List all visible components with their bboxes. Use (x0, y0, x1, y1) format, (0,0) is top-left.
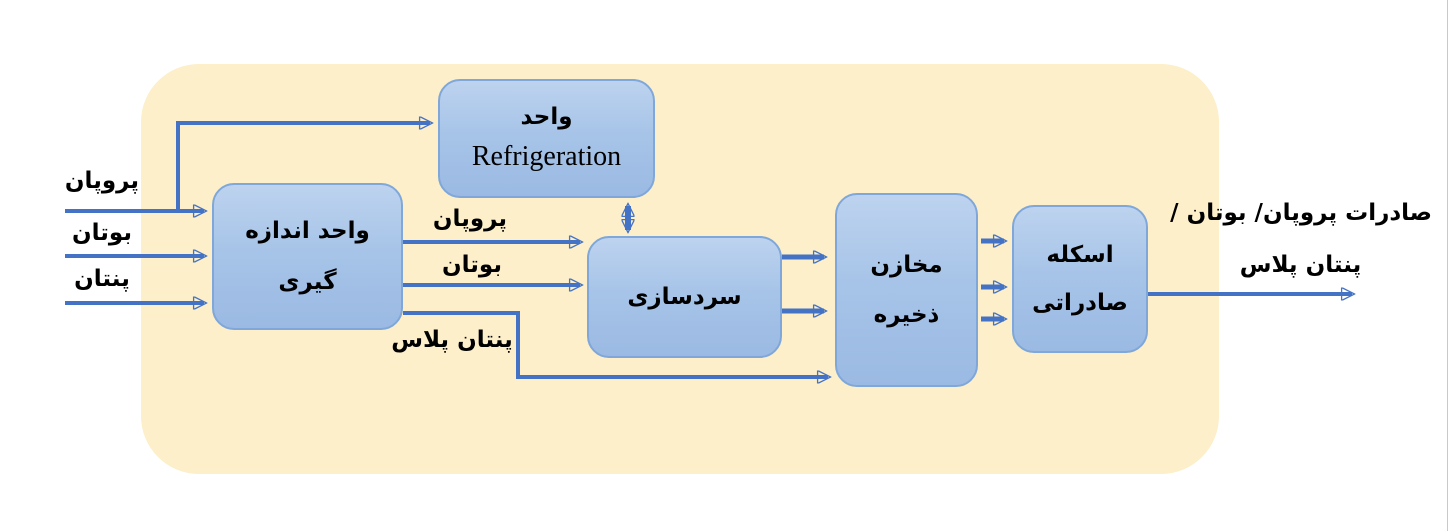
cooling-label: سردسازی (627, 283, 742, 310)
measurement-unit-box: واحد اندازه گیری (212, 183, 403, 330)
export-jetty-box: اسکله صادراتی (1012, 205, 1148, 353)
refrigeration-unit-label-line2: Refrigeration (471, 140, 622, 172)
refrigeration-unit-box: واحد Refrigeration (438, 79, 655, 198)
stream-label-propane: پروپان (432, 206, 508, 232)
measurement-unit-label-line2: گیری (278, 268, 337, 295)
export-label-line2: پنتان پلاس (1239, 252, 1362, 278)
export-jetty-label-line2: صادراتی (1032, 290, 1128, 316)
input-label-propane: پروپان (64, 168, 140, 194)
cooling-box: سردسازی (587, 236, 782, 358)
refrigeration-unit-label-line1: واحد (520, 104, 573, 131)
stream-label-butane: بوتان (442, 252, 502, 278)
export-label-line1: صادرات پروپان/ بوتان / (1170, 200, 1432, 226)
measurement-unit-label-line1: واحد اندازه (245, 218, 370, 245)
export-jetty-label-line1: اسکله (1046, 241, 1114, 268)
storage-tanks-box: مخازن ذخیره (835, 193, 978, 387)
input-label-butane: بوتان (72, 220, 132, 246)
page-edge-line (1447, 0, 1448, 531)
storage-tanks-label-line2: ذخیره (873, 302, 940, 328)
input-label-pentane: پنتان (74, 266, 130, 292)
stream-label-pentane-plus: پنتان پلاس (391, 327, 513, 353)
storage-tanks-label-line1: مخازن (870, 251, 943, 278)
